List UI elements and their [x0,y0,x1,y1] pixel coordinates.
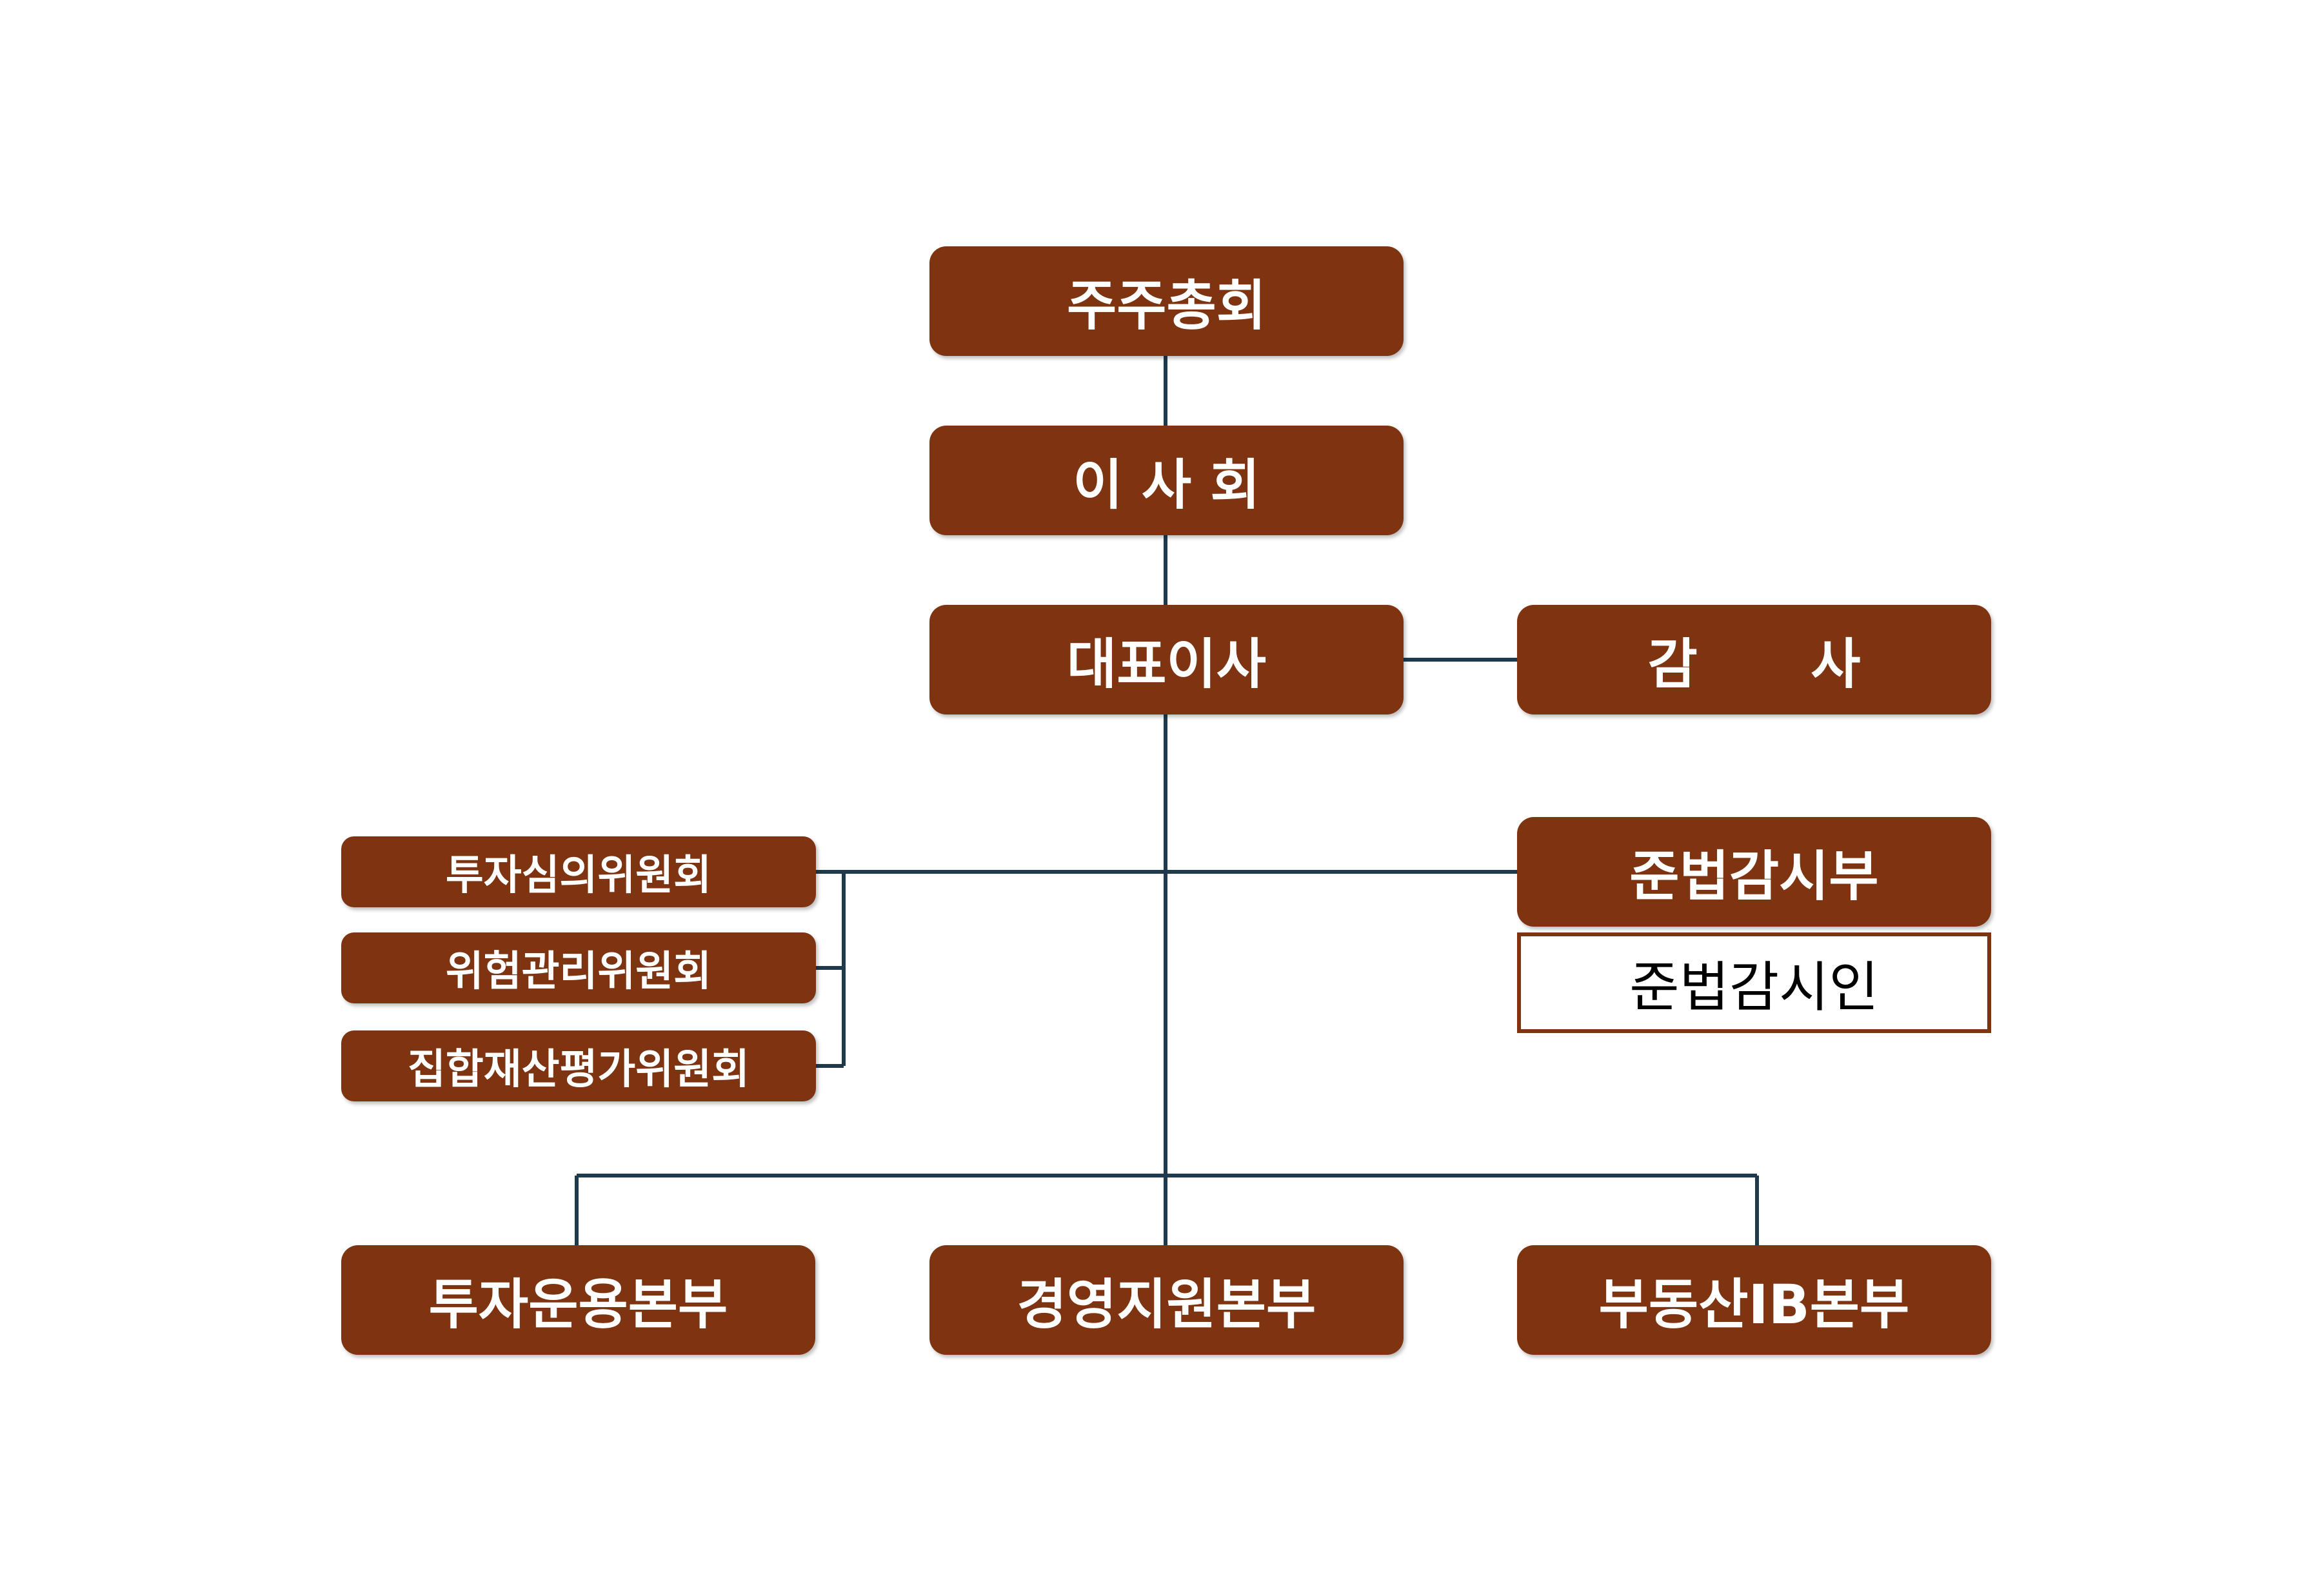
node-investment-committee: 투자심의위원회 [341,836,816,907]
node-shareholders: 주주총회 [929,246,1404,356]
node-realestate-ib-division: 부동산IB본부 [1517,1245,1991,1355]
node-auditor: 감 사 [1517,605,1991,714]
node-management-division: 경영지원본부 [929,1245,1404,1355]
node-risk-committee: 위험관리위원회 [341,932,816,1003]
node-investment-division: 투자운용본부 [341,1245,815,1355]
node-ceo: 대표이사 [929,605,1404,714]
node-compliance-officer: 준법감시인 [1517,932,1991,1033]
node-compliance-dept: 준법감시부 [1517,817,1991,927]
node-valuation-committee: 집합재산평가위원회 [341,1030,816,1101]
node-board: 이 사 회 [929,426,1404,535]
